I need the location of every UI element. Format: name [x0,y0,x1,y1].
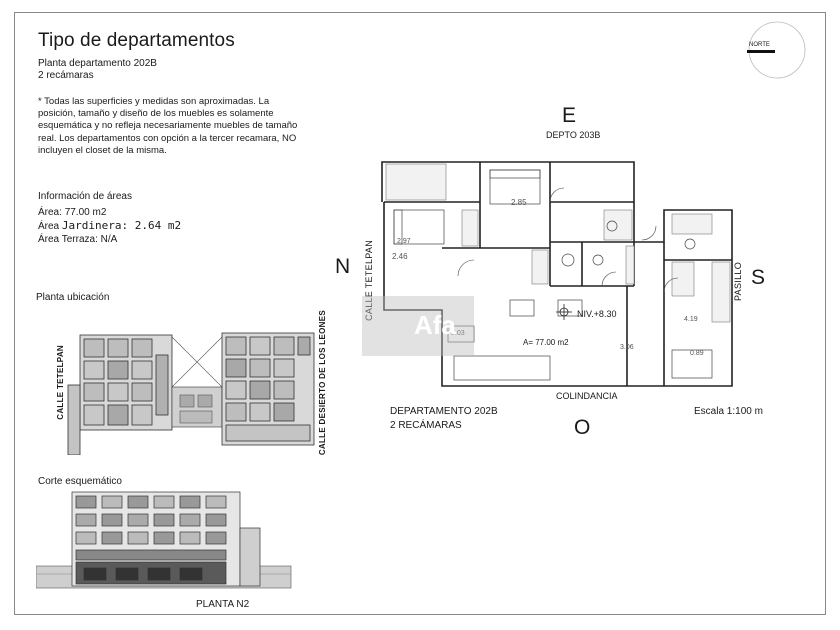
plan-caption-rooms: 2 RECÁMARAS [390,420,462,431]
area-jardinera: Área Jardinera: 2.64 m2 [38,219,181,232]
disclaimer-note: * Todas las superficies y medidas son ap… [38,96,298,156]
neighbor-label: DEPTO 203B [546,130,601,140]
dim-bedroom-2-b: 2.46 [392,252,408,261]
area-total-label: Área: [38,207,62,218]
dim-kitchen-a: 4.19 [684,316,698,323]
location-block-left [67,334,173,455]
area-jardinera-value: Jardinera: 2.64 m2 [61,219,182,232]
section-caption: PLANTA N2 [196,599,250,610]
location-courtyard [171,336,223,428]
dim-kitchen-b: 0.89 [690,350,704,357]
page-title: Tipo de departamentos [38,30,235,51]
area-total-value: 77.00 m2 [64,207,107,218]
plan-scale: Escala 1:100 m [694,406,763,417]
boundary-label: COLINDANCIA [556,391,618,401]
bedrooms-subtitle: 2 recámaras [38,70,94,81]
section-building [71,491,261,587]
cardinal-west: O [574,416,591,439]
north-label: NORTE [749,42,770,48]
plan-hatch [385,163,731,323]
location-block-right [221,332,315,446]
cardinal-east: E [562,104,577,127]
area-jardinera-label: Área [38,221,60,232]
cardinal-north: N [335,255,351,278]
north-badge [747,21,806,79]
watermark-text: Afa [414,310,456,340]
dim-bedroom-1: 2.85 [511,198,527,207]
plan-furniture [393,169,713,381]
areas-heading: Información de áreas [38,191,132,202]
dim-living-a: 5.03 [451,330,465,337]
location-plan [67,332,315,455]
section-heading: Corte esquemático [38,476,122,487]
dim-bedroom-2-a: 2.97 [397,238,411,245]
cardinal-south: S [751,266,766,289]
area-total: Área: 77.00 m2 [38,207,106,218]
plan-caption-unit: DEPARTAMENTO 202B [390,406,498,417]
plan-level-mark [556,304,572,320]
dim-living-b: 3.06 [620,344,634,351]
floor-plan [381,161,733,387]
area-terraza: Área Terraza: N/A [38,234,118,245]
level-label: NIV.+8.30 [577,309,617,319]
plan-doors [457,187,679,293]
section-drawing [36,491,292,589]
unit-subtitle: Planta departamento 202B [38,58,157,69]
area-mark: A= 77.00 m2 [523,338,569,347]
drawing-sheet [14,12,826,615]
location-heading: Planta ubicación [36,292,110,303]
watermark-logo: Afa [362,296,474,356]
